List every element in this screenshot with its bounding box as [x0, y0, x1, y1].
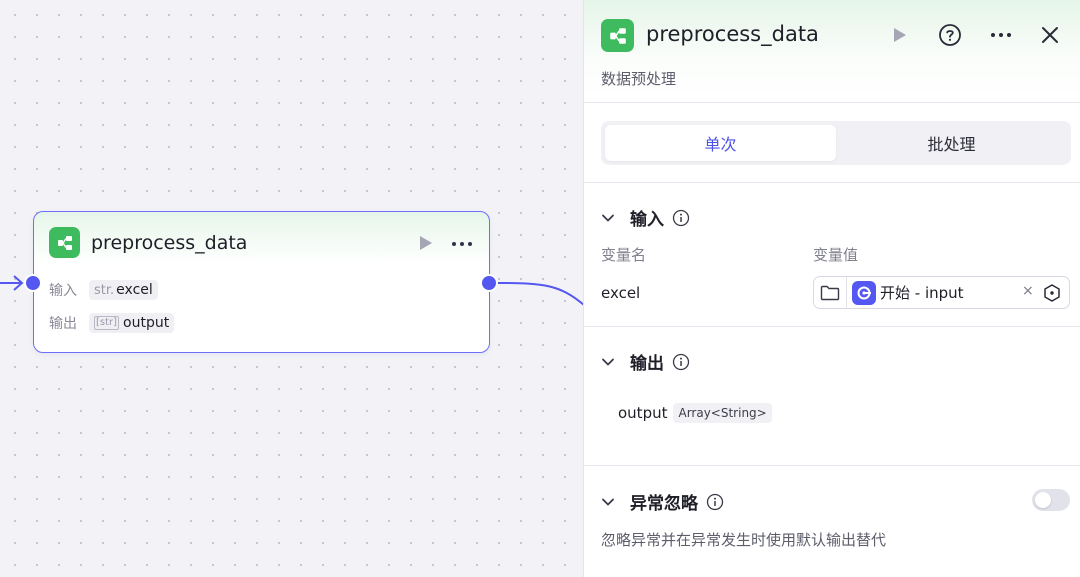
edge-connections: [0, 275, 584, 306]
reference-icon: [852, 280, 876, 305]
exception-ignore-toggle[interactable]: [1032, 489, 1070, 511]
node-input-row: 输入 str. excel: [49, 280, 158, 300]
exception-section-title: 异常忽略: [630, 494, 698, 514]
output-section-title: 输出: [630, 354, 664, 374]
input-port[interactable]: [24, 274, 42, 292]
toggle-knob: [1035, 492, 1051, 508]
chevron-down-icon[interactable]: [601, 495, 615, 509]
panel-subtitle: 数据预处理: [601, 70, 677, 88]
input-section-title: 输入: [630, 210, 664, 230]
close-icon[interactable]: [1037, 22, 1063, 48]
tab-batch[interactable]: 批处理: [927, 135, 976, 154]
node-settings-panel: preprocess_data 数据预处理 单次 批处理 输入: [583, 0, 1080, 577]
input-chip: str. excel: [89, 280, 158, 300]
outgoing-edge: [497, 282, 584, 306]
chevron-down-icon[interactable]: [601, 211, 615, 225]
reference-label: 开始 - input: [880, 284, 964, 302]
play-icon[interactable]: [887, 22, 913, 48]
panel-header: preprocess_data 数据预处理: [584, 0, 1080, 103]
chevron-down-icon[interactable]: [601, 355, 615, 369]
reference-chip[interactable]: 开始 - input: [852, 280, 964, 305]
input-name: excel: [116, 282, 153, 298]
output-variable-row: output Array<String>: [618, 403, 772, 423]
help-icon[interactable]: [937, 22, 963, 48]
panel-title: preprocess_data: [646, 22, 819, 46]
input-section-header[interactable]: 输入: [601, 205, 690, 230]
node-output-row: 输出 [str] output: [49, 313, 175, 333]
output-chip: [str] output: [89, 313, 175, 333]
column-var-value: 变量值: [813, 246, 859, 264]
clear-icon[interactable]: ×: [1022, 283, 1034, 299]
output-var-type: Array<String>: [673, 403, 772, 423]
column-var-name: 变量名: [601, 246, 647, 264]
input-type: str.: [94, 282, 115, 298]
info-icon[interactable]: [706, 493, 724, 511]
output-section-header[interactable]: 输出: [601, 349, 690, 374]
variable-icon[interactable]: [1042, 283, 1062, 307]
incoming-arrow-icon: [13, 275, 24, 291]
divider: [584, 326, 1080, 327]
workflow-node[interactable]: preprocess_data 输入 str. excel 输出 [str] o…: [33, 211, 490, 353]
output-type: [str]: [94, 316, 120, 330]
workflow-canvas[interactable]: preprocess_data 输入 str. excel 输出 [str] o…: [0, 0, 584, 577]
workflow-icon: [49, 227, 80, 258]
tab-single[interactable]: 单次: [605, 125, 836, 161]
input-label: 输入: [49, 283, 77, 299]
workflow-icon: [601, 19, 634, 52]
node-title: preprocess_data: [91, 231, 248, 254]
info-icon[interactable]: [672, 209, 690, 227]
more-icon[interactable]: [451, 235, 473, 249]
run-mode-tabs: 单次 批处理: [601, 121, 1071, 165]
info-icon[interactable]: [672, 353, 690, 371]
exception-section-header[interactable]: 异常忽略: [601, 489, 724, 514]
input-var-name: excel: [601, 284, 641, 302]
output-var-name: output: [618, 404, 668, 422]
divider: [584, 182, 1080, 183]
play-icon[interactable]: [419, 235, 433, 255]
input-value-field[interactable]: 开始 - input ×: [813, 276, 1070, 309]
output-name: output: [123, 315, 170, 331]
output-label: 输出: [49, 316, 77, 332]
divider: [584, 465, 1080, 466]
more-icon[interactable]: [988, 22, 1014, 48]
exception-description: 忽略异常并在异常发生时使用默认输出替代: [601, 531, 887, 549]
output-port[interactable]: [480, 274, 498, 292]
folder-icon[interactable]: [814, 277, 847, 308]
